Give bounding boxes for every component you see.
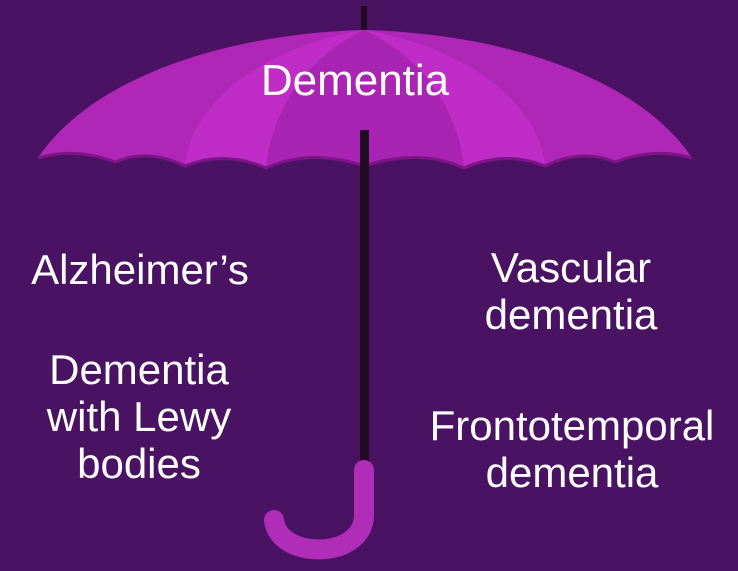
lewy-line-2: with Lewy [15, 393, 263, 440]
alzheimers-label: Alzheimer’s [5, 246, 275, 293]
lewy-bodies-label: Dementia with Lewy bodies [15, 346, 263, 487]
frontotemporal-dementia-label: Frontotemporal dementia [406, 402, 738, 496]
umbrella-title: Dementia [230, 56, 480, 105]
fronto-line-2: dementia [406, 449, 738, 496]
vascular-line-2: dementia [446, 291, 696, 338]
umbrella-shaft [360, 130, 369, 475]
umbrella-handle [274, 470, 364, 549]
vascular-dementia-label: Vascular dementia [446, 244, 696, 338]
fronto-line-1: Frontotemporal [406, 402, 738, 449]
vascular-line-1: Vascular [446, 244, 696, 291]
lewy-line-3: bodies [15, 440, 263, 487]
lewy-line-1: Dementia [15, 346, 263, 393]
